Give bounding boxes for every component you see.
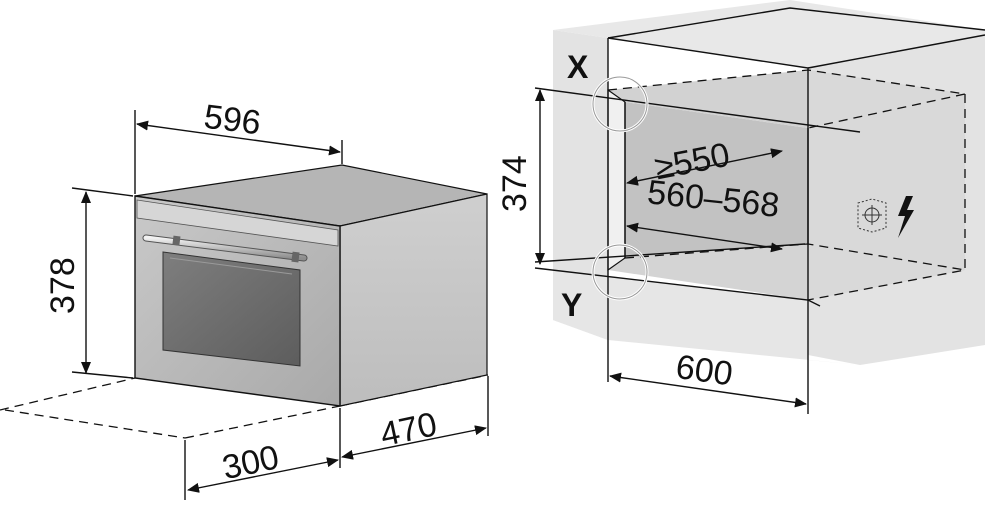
label-300: 300 xyxy=(219,438,282,487)
oven-side xyxy=(339,193,488,407)
niche-jamb xyxy=(607,88,626,272)
oven-handle xyxy=(142,234,308,263)
dimension-niche-width: 600 xyxy=(609,348,807,408)
label-378: 378 xyxy=(44,257,82,314)
label-596: 596 xyxy=(202,98,263,143)
marker-x: X xyxy=(567,49,589,85)
cabinet-lower-front xyxy=(553,270,860,365)
oven-control-panel xyxy=(136,199,339,247)
niche-inner-wall xyxy=(808,70,965,300)
dimension-niche-height: 374 xyxy=(496,89,545,265)
dimension-oven-width: 596 xyxy=(134,98,343,194)
label-600: 600 xyxy=(674,348,735,394)
label-470: 470 xyxy=(377,405,440,454)
oven-drawing: 596 378 470 300 xyxy=(0,98,489,500)
marker-y: Y xyxy=(561,287,582,323)
dimension-oven-height: 378 xyxy=(44,187,134,379)
dimension-front-clearance: 300 xyxy=(184,438,339,500)
power-connection-icon xyxy=(857,196,914,238)
oven-door-window xyxy=(162,251,301,367)
label-374: 374 xyxy=(496,155,534,212)
niche-drawing: 374 ≥550 560–568 600 X Y xyxy=(496,0,985,414)
cabinet-top xyxy=(553,0,985,68)
